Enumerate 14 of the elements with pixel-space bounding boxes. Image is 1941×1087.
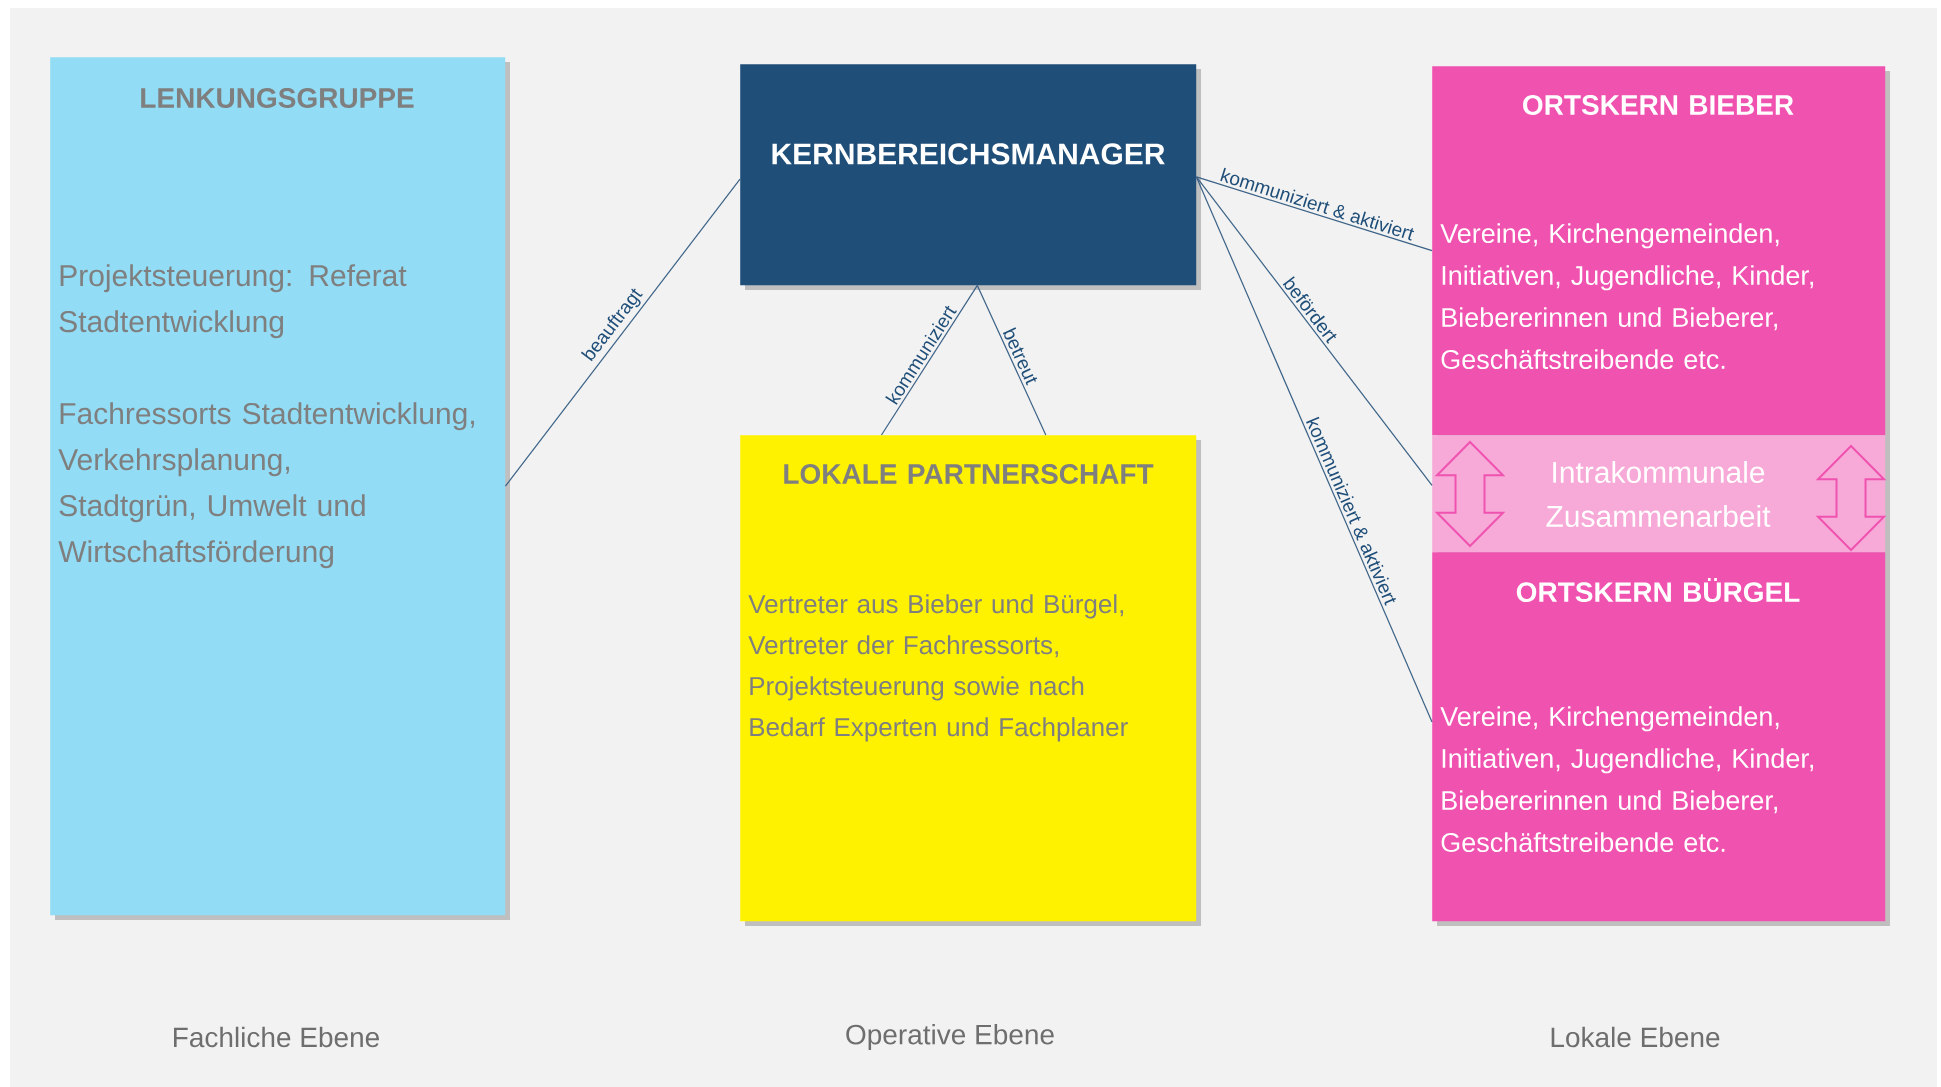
connector-line [1195,176,1433,252]
connector-line [504,178,741,487]
level-label: Operative Ebene [846,1023,1054,1051]
connector-line [1195,176,1433,487]
info-box: LENKUNGSGRUPPE Projektsteuerung: Referat Stadtentwicklung Fachressorts Stadtentwicklung, Verkehrsplanung, Stadtgrün, Umwelt und Wirtschaftsförderung [50,57,510,920]
info-box: ORTSKERN BIEBER Vereine, Kirchengemeinden, Initiativen, Jugendliche, Kinder, Biebererinnen und Bieberer, Geschäftstreibende etc. [1432,66,1890,440]
info-box: LOKALE PARTNERSCHAFT Vertreter aus Bieber und Bürgel, Vertreter der Fachressorts, Projektsteuerung sowie nach Bedarf Experten und Fachplaner [740,435,1201,926]
connector-line [976,284,1047,436]
connector-line [1195,176,1433,723]
level-label: Fachliche Ebene [174,1026,379,1048]
connector-line [880,284,978,436]
title-box: KERNBEREICHSMANAGER [740,64,1201,290]
info-box: ORTSKERN BÜRGEL Vereine, Kirchengemeinden, Initiativen, Jugendliche, Kinder, Biebererinnen und Bieberer, Geschäftstreibende etc. [1432,552,1890,926]
level-label: Lokale Ebene [1551,1026,1720,1048]
